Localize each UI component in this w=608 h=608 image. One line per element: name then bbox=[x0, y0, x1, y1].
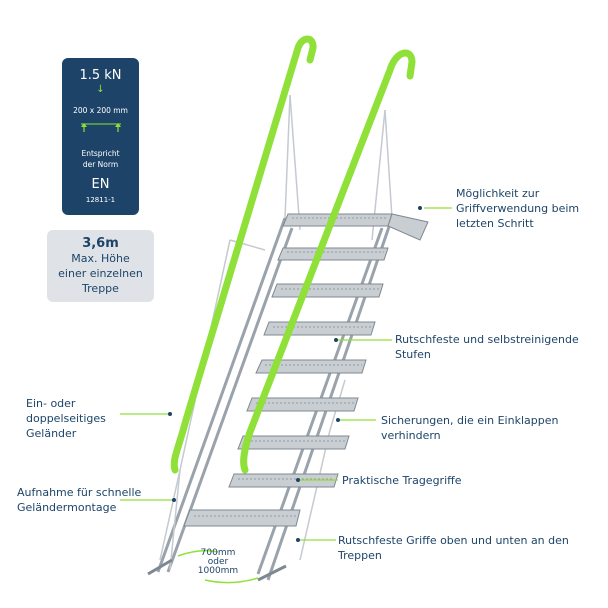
callout-grip-last-step: Möglichkeit zur Griffverwendung beim let… bbox=[456, 187, 580, 230]
callout-railing-mount: Aufnahme für schnelle Geländermontage bbox=[17, 486, 142, 514]
top-grip-plate bbox=[387, 213, 429, 241]
max-height-value: 3,6m bbox=[82, 236, 119, 251]
width-dimension-label: 700mm oder 1000mm bbox=[197, 548, 239, 576]
callout-fold-locks: Sicherungen, die ein Einklappen verhinde… bbox=[381, 414, 559, 442]
standard-label: EN bbox=[91, 177, 110, 192]
handrails bbox=[170, 35, 416, 474]
arrow-down-icon: ↓ bbox=[96, 84, 105, 95]
height-line-1: Max. Höhe bbox=[71, 252, 130, 265]
callout-anti-slip-steps: Rutschfeste und selbstreinigende Stufen bbox=[395, 333, 579, 361]
arrows-up-icon bbox=[81, 123, 121, 132]
callout-dots bbox=[168, 206, 422, 542]
step bbox=[183, 213, 393, 527]
height-line-2: einer einzelnen bbox=[58, 267, 143, 280]
standard-code: 12811-1 bbox=[85, 196, 116, 204]
stair-steps bbox=[183, 213, 429, 527]
load-rating-badge: 1.5 kN ↓ 200 x 200 mm Entspricht der Nor… bbox=[62, 58, 139, 215]
height-line-3: Treppe bbox=[82, 282, 119, 295]
height-badge: 3,6m Max. Höhe einer einzelnen Treppe bbox=[47, 230, 154, 302]
callout-carry-handles: Praktische Tragegriffe bbox=[342, 474, 462, 487]
dimension-lines bbox=[177, 549, 259, 584]
stair-feet bbox=[147, 558, 287, 582]
load-value: 1.5 kN bbox=[79, 68, 122, 83]
load-area: 200 x 200 mm bbox=[73, 106, 128, 115]
callout-railing: Ein- oder doppelseitiges Geländer bbox=[26, 397, 106, 440]
norm-text: Entspricht der Norm bbox=[81, 149, 120, 169]
callout-anti-slip-grips: Rutschfeste Griffe oben und unten an den… bbox=[338, 534, 569, 562]
callout-leaders bbox=[120, 207, 452, 541]
